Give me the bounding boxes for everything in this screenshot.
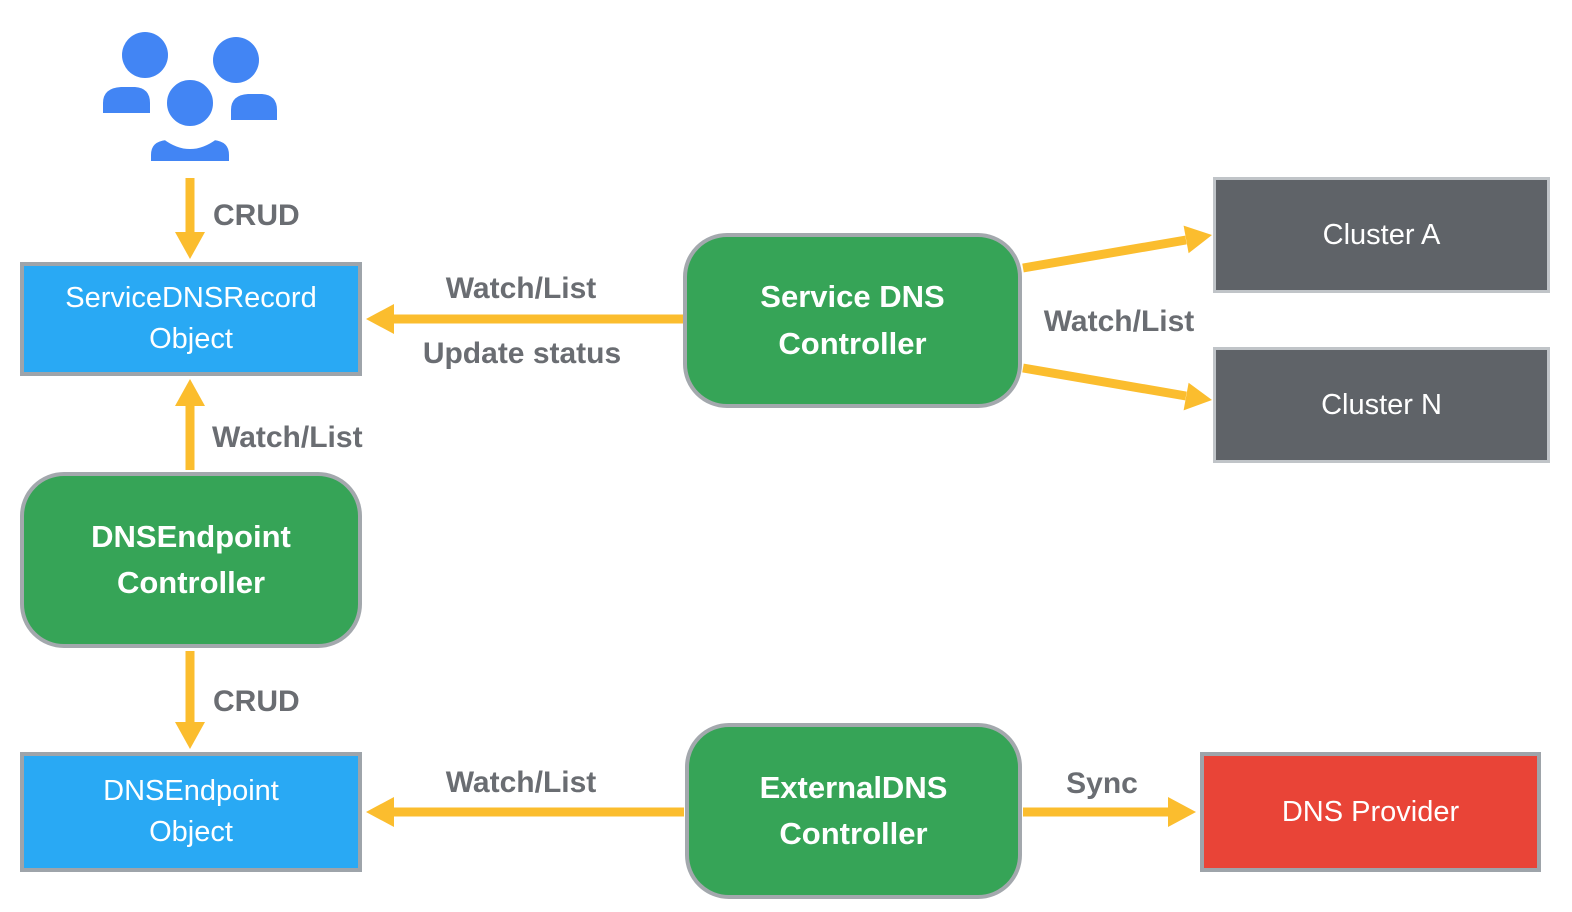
node-cluster-a: Cluster A <box>1213 177 1550 293</box>
edge-label-update-status: Update status <box>422 337 622 370</box>
arrow-crud-users-to-servicednsrecord <box>175 178 205 259</box>
edge-label-crud-bottom: CRUD <box>213 685 300 718</box>
arrow-watchlist-dnsendpointcontroller-to-servicednsrecord <box>175 379 205 470</box>
node-dnsendpoint-controller: DNSEndpoint Controller <box>20 472 362 648</box>
users-icon <box>100 15 280 175</box>
node-cluster-a-label: Cluster A <box>1322 218 1441 251</box>
node-cluster-n: Cluster N <box>1213 347 1550 463</box>
edge-label-sync: Sync <box>1066 767 1138 800</box>
node-servicednsrecord-object: ServiceDNSRecord Object <box>20 262 362 376</box>
node-cluster-n-label: Cluster N <box>1321 388 1442 421</box>
node-dns-provider-label: DNS Provider <box>1281 795 1460 828</box>
edge-label-watchlist-clusters: Watch/List <box>1043 305 1195 338</box>
node-dnsendpoint-object: DNSEndpoint Object <box>20 752 362 872</box>
node-dns-provider: DNS Provider <box>1200 752 1541 872</box>
node-externaldns-controller-label: ExternalDNS Controller <box>759 769 948 852</box>
node-service-dns-controller: Service DNS Controller <box>683 233 1022 408</box>
edge-label-watchlist-endpoint: Watch/List <box>212 421 363 454</box>
arrow-watchlist-servicecontroller-to-cluster-a <box>1022 225 1212 273</box>
arrow-watchlist-servicecontroller-to-servicednsrecord <box>366 304 683 334</box>
arrow-watchlist-externaldns-to-dnsendpointobject <box>366 797 684 827</box>
arrow-watchlist-servicecontroller-to-cluster-n <box>1022 363 1212 411</box>
node-servicednsrecord-object-label: ServiceDNSRecord Object <box>65 281 317 355</box>
node-dnsendpoint-controller-label: DNSEndpoint Controller <box>91 518 291 601</box>
node-service-dns-controller-label: Service DNS Controller <box>760 279 945 361</box>
arrow-crud-dnsendpointcontroller-to-dnsendpointobject <box>175 651 205 749</box>
arrow-sync-externaldns-to-dnsprovider <box>1023 797 1196 827</box>
edge-label-crud-top: CRUD <box>213 199 300 232</box>
node-externaldns-controller: ExternalDNS Controller <box>685 723 1022 899</box>
edge-label-watchlist-mid: Watch/List <box>445 272 597 305</box>
edge-label-watchlist-bottom: Watch/List <box>445 766 597 799</box>
node-dnsendpoint-object-label: DNSEndpoint Object <box>103 774 279 848</box>
